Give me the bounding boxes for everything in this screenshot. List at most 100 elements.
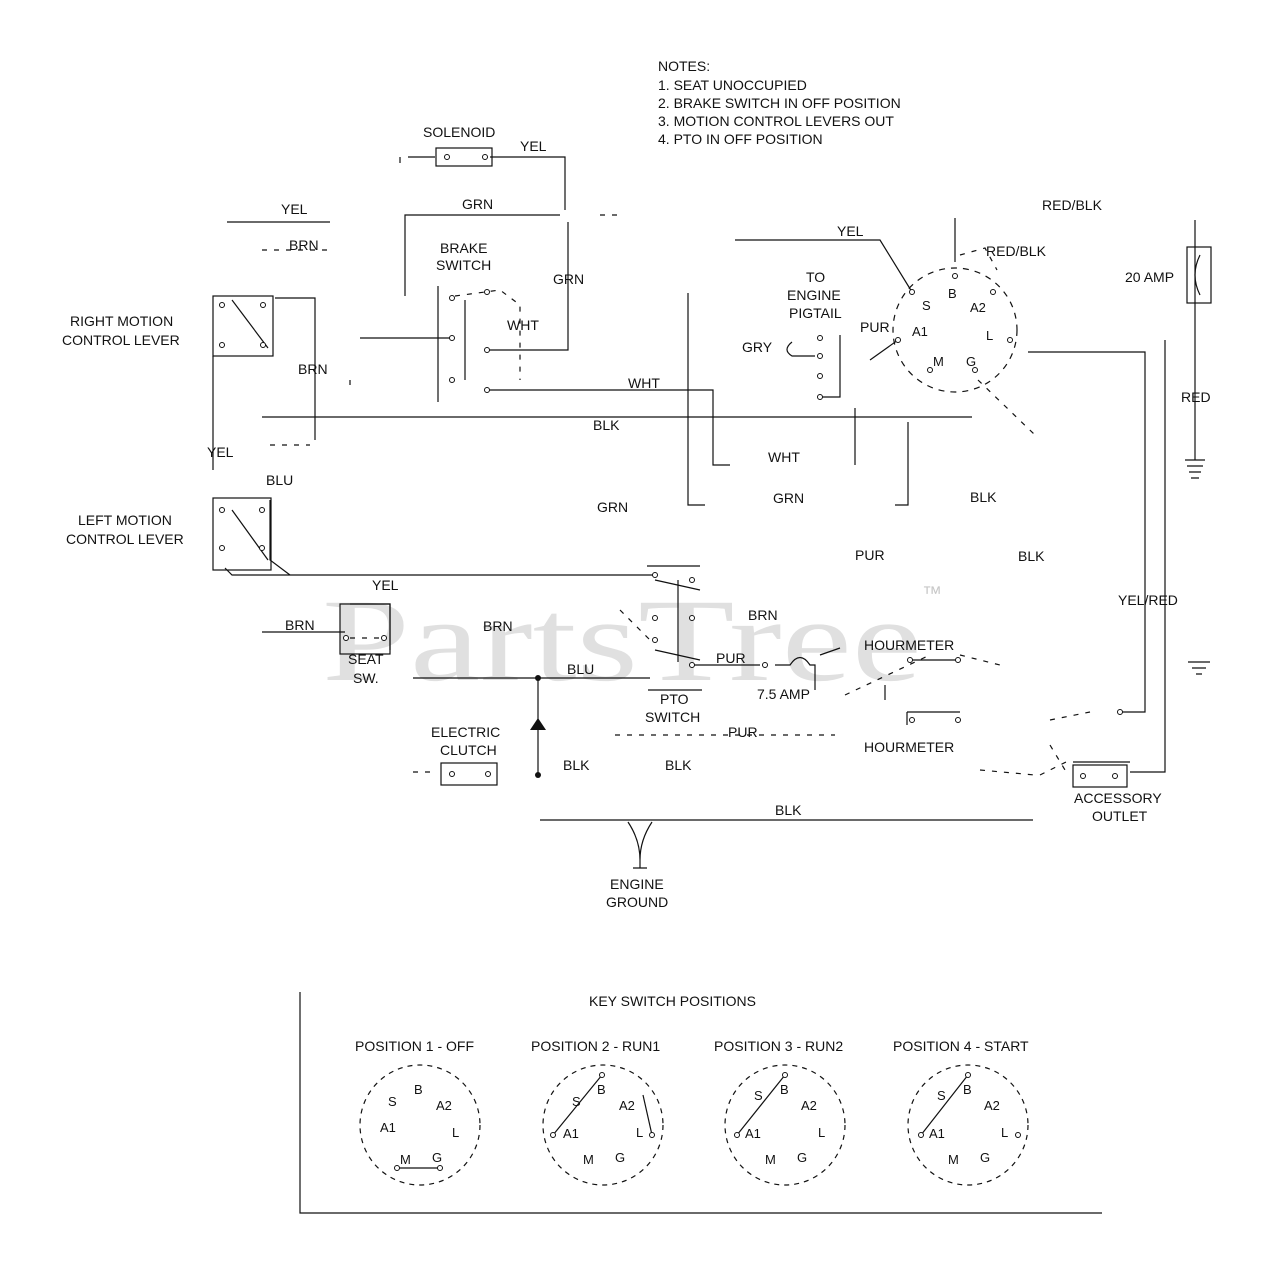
- ground-right-dashed: [979, 769, 1036, 776]
- p1-pin-a2: A2: [436, 1098, 452, 1113]
- wire-label-brn-pto: BRN: [748, 607, 778, 623]
- pigtail-label-3: PIGTAIL: [789, 305, 842, 321]
- electric-clutch: ELECTRIC CLUTCH: [431, 675, 541, 786]
- wire-label-red-blk-key: RED/BLK: [986, 243, 1047, 259]
- key-pin-b: B: [948, 286, 957, 301]
- p4-pin-a2: A2: [984, 1098, 1000, 1113]
- brake-switch-label-2: SWITCH: [436, 257, 491, 273]
- key-pin-a2: A2: [970, 300, 986, 315]
- p3-pin-a2: A2: [801, 1098, 817, 1113]
- right-lever-label-1: RIGHT MOTION: [70, 313, 173, 329]
- left-motion-lever: LEFT MOTION CONTROL LEVER: [66, 497, 272, 571]
- p1-pin-g: G: [432, 1150, 442, 1165]
- p3-pin-g: G: [797, 1150, 807, 1165]
- key-g-dashed-wire: [977, 379, 1036, 436]
- brake-switch-label-1: BRAKE: [440, 240, 487, 256]
- grn-vertical-wire: [687, 293, 705, 506]
- wht-brake-wire: [485, 222, 569, 351]
- key-switch-positions: KEY SWITCH POSITIONS POSITION 1 - OFF S …: [299, 992, 1102, 1214]
- fuse-20-amp: 20 AMP: [1125, 246, 1212, 304]
- p2-pin-g: G: [615, 1150, 625, 1165]
- battery-symbol: [1185, 459, 1205, 479]
- wire-label-yel-key: YEL: [837, 223, 864, 239]
- wire-label-grn-mid: GRN: [553, 271, 584, 287]
- wire-label-blk-clutch: BLK: [563, 757, 590, 773]
- notes: NOTES: 1. SEAT UNOCCUPIED 2. BRAKE SWITC…: [658, 58, 901, 147]
- clutch-diode: [530, 718, 546, 730]
- yel-key-wire: [735, 239, 913, 293]
- wire-label-blk-main: BLK: [593, 417, 620, 433]
- pur-fuse-tail: [819, 647, 841, 656]
- p3-pin-a1: A1: [745, 1126, 761, 1141]
- hourmeter-right-dashed: [959, 654, 1001, 666]
- key-position-4: POSITION 4 - START S B A2 A1 L M G: [893, 1038, 1029, 1186]
- hourmeter-top-label: HOURMETER: [864, 637, 954, 653]
- right-motion-lever: RIGHT MOTION CONTROL LEVER: [62, 295, 274, 357]
- wire-label-gry: GRY: [742, 339, 773, 355]
- brake-switch-body: [437, 286, 466, 402]
- key-pin-g: G: [966, 354, 976, 369]
- engine-pigtail: TO ENGINE PIGTAIL: [787, 269, 842, 400]
- position-3-label: POSITION 3 - RUN2: [714, 1038, 843, 1054]
- hourmeter-bottom: HOURMETER: [864, 712, 961, 755]
- note-2: 2. BRAKE SWITCH IN OFF POSITION: [658, 95, 901, 111]
- wires: [212, 156, 1210, 869]
- wire-label-blk-clutch-right: BLK: [665, 757, 692, 773]
- wire-label-pur-lower: PUR: [728, 724, 758, 740]
- key-switch: S B A2 A1 L M G: [892, 267, 1018, 393]
- wire-label-yel-left-vertical: YEL: [207, 444, 234, 460]
- wire-label-pur-key: PUR: [860, 319, 890, 335]
- p4-pin-l: L: [1001, 1125, 1008, 1140]
- wire-label-blk-far-right: BLK: [1018, 548, 1045, 564]
- p2-pin-b: B: [597, 1082, 606, 1097]
- pigtail-wire: [820, 335, 841, 398]
- note-4: 4. PTO IN OFF POSITION: [658, 131, 823, 147]
- wire-label-wht-mid: WHT: [628, 375, 660, 391]
- notes-heading: NOTES:: [658, 58, 710, 74]
- seat-switch-label-1: SEAT: [348, 651, 384, 667]
- wire-label-yel-red: YEL/RED: [1118, 592, 1178, 608]
- watermark: PartsTree ™: [322, 575, 942, 706]
- solenoid-label: SOLENOID: [423, 124, 495, 140]
- key-position-1: POSITION 1 - OFF S B A2 A1 L M G: [355, 1038, 481, 1186]
- wire-label-grn-lower: GRN: [773, 490, 804, 506]
- seat-switch-label-2: SW.: [353, 670, 379, 686]
- wire-label-yel-seat: YEL: [372, 577, 399, 593]
- p2-pin-s: S: [572, 1094, 581, 1109]
- key-pin-s: S: [922, 298, 931, 313]
- watermark-trademark: ™: [922, 583, 942, 605]
- fuse-7-5-amp: 7.5 AMP: [757, 662, 810, 702]
- wire-labels: YEL GRN YEL BRN GRN WHT BRN WHT BLK YEL …: [207, 138, 1211, 818]
- blu-left-wire: [269, 500, 291, 576]
- p2-pin-a1: A1: [563, 1126, 579, 1141]
- wire-label-pur-center: PUR: [855, 547, 885, 563]
- wire-label-brn-seat-right: BRN: [483, 618, 513, 634]
- key-position-3: POSITION 3 - RUN2 S B A2 A1 L M G: [714, 1038, 846, 1186]
- right-lever-label-2: CONTROL LEVER: [62, 332, 180, 348]
- p1-pin-l: L: [452, 1125, 459, 1140]
- key-pin-a1: A1: [912, 324, 928, 339]
- note-3: 3. MOTION CONTROL LEVERS OUT: [658, 113, 894, 129]
- clutch-label-1: ELECTRIC: [431, 724, 500, 740]
- wire-label-wht-brake: WHT: [507, 317, 539, 333]
- p2-pin-a2: A2: [619, 1098, 635, 1113]
- key-positions-title: KEY SWITCH POSITIONS: [589, 993, 756, 1009]
- key-position-2: POSITION 2 - RUN1 S B A2 A1 L M G: [531, 1038, 664, 1186]
- key-pin-m: M: [933, 354, 944, 369]
- pigtail-label-1: TO: [806, 269, 825, 285]
- wire-label-grn-left: GRN: [597, 499, 628, 515]
- p2-pin-l: L: [636, 1125, 643, 1140]
- gry-wire: [786, 341, 815, 357]
- fuse-75-label: 7.5 AMP: [757, 686, 810, 702]
- chassis-ground-symbol: [1188, 661, 1210, 675]
- engine-ground-symbol: [633, 860, 647, 869]
- wire-label-blu-clutch: BLU: [567, 661, 594, 677]
- p4-pin-s: S: [937, 1088, 946, 1103]
- key-positions-frame: [299, 992, 1102, 1214]
- position-2-label: POSITION 2 - RUN1: [531, 1038, 660, 1054]
- hourmeter-bottom-label: HOURMETER: [864, 739, 954, 755]
- pur-key-wire: [869, 339, 899, 361]
- brake-switch: BRAKE SWITCH: [436, 240, 491, 393]
- accessory-outlet: ACCESSORY OUTLET: [1072, 709, 1162, 824]
- p2-pin-m: M: [583, 1152, 594, 1167]
